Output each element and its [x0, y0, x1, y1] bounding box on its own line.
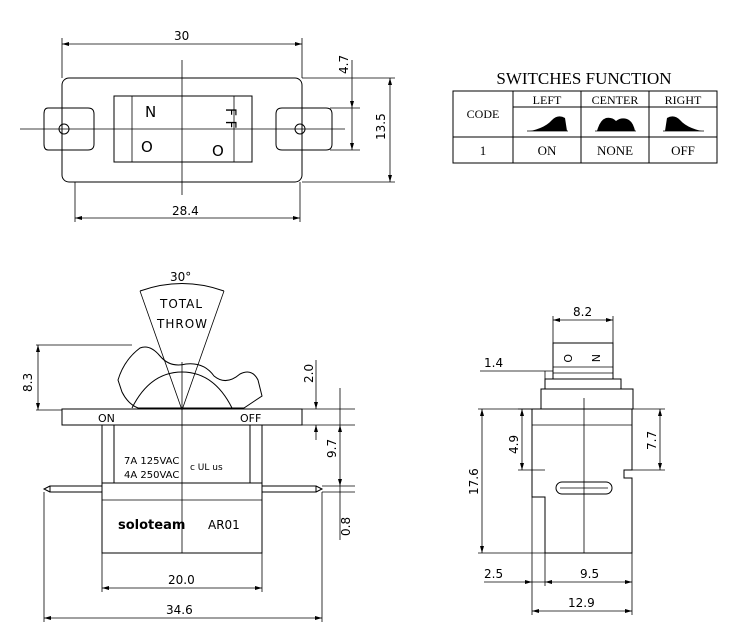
off-symbol-ff: F F — [222, 108, 238, 129]
on-symbol-n: N — [145, 103, 156, 121]
header-code: CODE — [467, 107, 500, 121]
label-on: ON — [98, 412, 115, 425]
left-position-icon — [527, 116, 568, 132]
table-title: SWITCHES FUNCTION — [496, 69, 671, 88]
dim-height: 13.5 — [374, 113, 388, 140]
side-view: 30° TOTAL THROW ON OFF 7A 125VAC 4A 250V… — [21, 270, 355, 622]
throw-label-2: THROW — [156, 317, 208, 331]
rocker-actuator — [117, 346, 263, 409]
dim-upper: 7.7 — [645, 431, 659, 450]
throw-angle: 30° — [170, 270, 191, 284]
center-position-icon — [595, 117, 636, 132]
top-view: N O O F F 30 28.4 13.5 4.7 — [20, 29, 395, 222]
dim-offset: 4.7 — [337, 55, 351, 74]
dim-left-offset: 2.5 — [484, 567, 503, 581]
header-center: CENTER — [592, 93, 639, 107]
off-symbol-o: O — [212, 142, 224, 160]
end-body — [531, 408, 633, 554]
left-terminal — [49, 485, 103, 493]
throw-label-1: TOTAL — [159, 297, 203, 311]
actuator-mark-n: N — [589, 354, 602, 362]
dim-overall-width: 34.6 — [166, 603, 193, 617]
dim-actuator-height: 8.3 — [21, 373, 35, 392]
on-symbol-o: O — [141, 138, 153, 156]
header-left: LEFT — [533, 93, 562, 107]
header-right: RIGHT — [665, 93, 702, 107]
actuator-mark-o: O — [561, 354, 574, 363]
dim-body-width: 20.0 — [168, 573, 195, 587]
switches-function-table: SWITCHES FUNCTION CODE LEFT CENTER RIGHT… — [452, 69, 718, 164]
dim-mid: 9.5 — [580, 567, 599, 581]
row-left: ON — [538, 143, 557, 158]
dim-total-height: 17.6 — [467, 468, 481, 495]
model-label: AR01 — [208, 518, 240, 532]
dim-notch: 4.9 — [507, 435, 521, 454]
rating-line-1: 7A 125VAC — [124, 456, 179, 467]
dim-actuator-width: 8.2 — [573, 305, 592, 319]
right-position-icon — [663, 116, 704, 132]
dim-step: 1.4 — [484, 356, 503, 370]
end-view: O N 8.2 1.4 4.9 7.7 — [467, 305, 665, 615]
ul-cert-mark: c UL us — [190, 463, 223, 473]
dim-flange: 2.0 — [302, 364, 316, 383]
dim-terminal: 0.8 — [339, 517, 353, 536]
row-right: OFF — [671, 143, 695, 158]
label-off: OFF — [240, 412, 261, 425]
actuator-top — [113, 95, 253, 163]
right-terminal — [261, 485, 317, 493]
dim-bottom-width: 28.4 — [172, 204, 199, 218]
row-center: NONE — [597, 143, 633, 158]
dim-body-upper: 9.7 — [325, 439, 339, 458]
row-code: 1 — [480, 143, 487, 158]
dim-top-width: 30 — [174, 29, 189, 43]
rating-line-2: 4A 250VAC — [124, 470, 179, 481]
brand-logo: soloteam — [118, 518, 185, 533]
dim-base-width: 12.9 — [568, 596, 595, 610]
